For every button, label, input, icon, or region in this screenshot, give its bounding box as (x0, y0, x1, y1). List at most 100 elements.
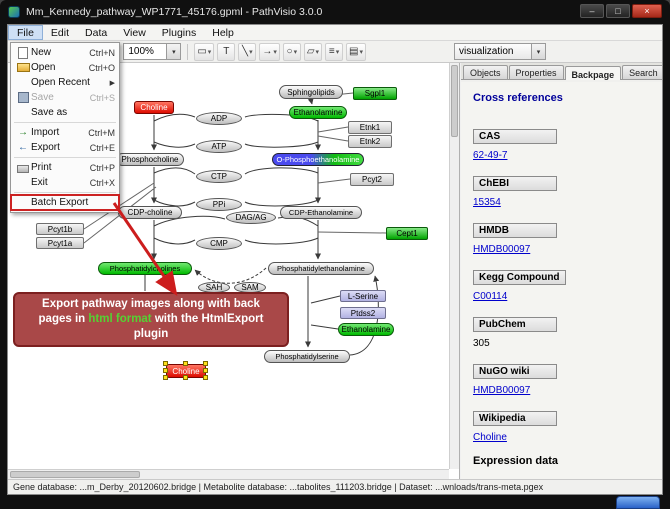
xref-link[interactable]: HMDB00097 (473, 244, 531, 255)
node-phosphatidylethanolamine[interactable]: Phosphatidylethanolamine (268, 262, 374, 275)
xref-link[interactable]: 62-49-7 (473, 150, 508, 161)
node-pcyt2[interactable]: Pcyt2 (350, 173, 394, 186)
label-tool-button[interactable]: T (217, 42, 236, 61)
menu-item-shortcut: Ctrl+O (88, 62, 115, 73)
node-sphingolipids[interactable]: Sphingolipids (279, 85, 343, 99)
menu-data[interactable]: Data (85, 27, 108, 39)
selection-handle[interactable] (183, 361, 188, 366)
menu-item-spacer (17, 77, 29, 89)
canvas-horizontal-scrollbar[interactable] (8, 469, 449, 479)
visualization-combobox[interactable]: visualization ▾ (454, 43, 546, 60)
node-phosphocholine[interactable]: Phosphocholine (116, 153, 184, 166)
datanode-tool-button[interactable]: ▭▾ (194, 42, 215, 61)
title-bar[interactable]: Mm_Kennedy_pathway_WP1771_45176.gpml - P… (0, 0, 670, 24)
node-cdp-choline[interactable]: CDP-choline (118, 206, 182, 219)
menu-help[interactable]: Help (212, 27, 234, 39)
template-tool-button[interactable]: ▱▾ (303, 42, 323, 61)
selection-handle[interactable] (163, 375, 168, 380)
align-tool-button[interactable]: ≡▾ (325, 42, 344, 61)
node-ptdss2[interactable]: Ptdss2 (340, 307, 386, 319)
node-ethanolamine[interactable]: Ethanolamine (338, 323, 394, 336)
stack-tool-button[interactable]: ▤▾ (346, 42, 367, 61)
minimize-button[interactable]: – (580, 4, 604, 18)
file-menu-item-batch-export[interactable]: Batch Export (10, 194, 120, 211)
shape-tool-button[interactable]: ○▾ (282, 42, 301, 61)
status-bar: Gene database: ...m_Derby_20120602.bridg… (8, 479, 662, 494)
chevron-down-icon[interactable]: ▾ (531, 44, 545, 59)
file-menu-item-print[interactable]: Print Ctrl+P (11, 160, 119, 175)
tab-properties[interactable]: Properties (508, 65, 564, 79)
node-ppi[interactable]: PPi (196, 198, 242, 211)
node-pcyt1b[interactable]: Pcyt1b (36, 223, 84, 235)
xref-link[interactable]: HMDB00097 (473, 385, 531, 396)
node-ctp[interactable]: CTP (196, 170, 242, 183)
arrow-tool-icon: → (262, 46, 273, 57)
arrow-tool-button[interactable]: →▾ (259, 42, 280, 61)
menu-file[interactable]: File (8, 25, 43, 40)
selection-handle[interactable] (203, 368, 208, 373)
canvas-vertical-scrollbar[interactable] (449, 63, 459, 469)
node-o-phosphoethanolamine[interactable]: O-Phosphoethanolamine (272, 153, 364, 166)
node-etnk1[interactable]: Etnk1 (348, 121, 392, 134)
node-dag-ag[interactable]: DAG/AG (226, 211, 276, 224)
side-panel-tabs: ObjectsPropertiesBackpageSearchLegend (461, 63, 662, 80)
chevron-down-icon[interactable]: ▾ (166, 44, 181, 59)
selection-handle[interactable] (163, 361, 168, 366)
node-pcyt1a[interactable]: Pcyt1a (36, 237, 84, 249)
node-choline[interactable]: Choline (134, 101, 174, 114)
file-menu-item-save-as[interactable]: Save as (11, 105, 119, 120)
tab-objects[interactable]: Objects (463, 65, 508, 79)
template-tool-icon: ▱ (306, 46, 315, 57)
scrollbar-thumb[interactable] (451, 65, 458, 137)
node-phosphatidylserine[interactable]: Phosphatidylserine (264, 350, 350, 363)
node-sgpl1[interactable]: Sgpl1 (353, 87, 397, 100)
selection-handle[interactable] (183, 375, 188, 380)
chevron-down-icon: ▾ (335, 48, 340, 56)
tab-search[interactable]: Search (622, 65, 662, 79)
close-button[interactable]: × (632, 4, 662, 18)
node-cept1[interactable]: Cept1 (386, 227, 428, 240)
menu-item-label: Open Recent (31, 77, 90, 88)
tab-backpage[interactable]: Backpage (564, 66, 622, 80)
node-atp[interactable]: ATP (196, 140, 242, 153)
node-etnk2[interactable]: Etnk2 (348, 135, 392, 148)
expression-data-heading: Expression data (473, 455, 558, 467)
scrollbar-thumb[interactable] (10, 471, 140, 478)
xref-link[interactable]: C00114 (473, 291, 508, 302)
menu-separator (14, 122, 116, 123)
menu-bar: File Edit Data View Plugins Help (8, 25, 662, 41)
menu-edit[interactable]: Edit (50, 27, 70, 39)
xref-link[interactable]: Choline (473, 432, 507, 443)
file-menu-item-open-recent[interactable]: Open Recent▶ (11, 75, 119, 90)
node-ethanolamine[interactable]: Ethanolamine (289, 106, 347, 119)
menu-item-label: Print (31, 162, 52, 173)
menu-separator (14, 157, 116, 158)
zoom-combobox[interactable]: 100% ▾ (123, 43, 182, 60)
menu-item-spacer (17, 107, 29, 119)
node-l-serine[interactable]: L-Serine (340, 290, 386, 302)
line-tool-button[interactable]: ╲▾ (238, 42, 257, 61)
xref-value: 305 (473, 338, 490, 349)
node-cdp-ethanolamine[interactable]: CDP-Ethanolamine (280, 206, 362, 219)
selection-handle[interactable] (203, 375, 208, 380)
selection-handle[interactable] (163, 368, 168, 373)
menu-view[interactable]: View (123, 27, 146, 39)
menu-plugins[interactable]: Plugins (161, 27, 197, 39)
maximize-button[interactable]: □ (606, 4, 630, 18)
node-adp[interactable]: ADP (196, 112, 242, 125)
selection-handle[interactable] (203, 361, 208, 366)
node-cmp[interactable]: CMP (196, 237, 242, 250)
menu-item-shortcut: Ctrl+P (89, 162, 115, 173)
toolbar-separator (187, 43, 189, 60)
node-phosphatidylcholines[interactable]: Phosphatidylcholines (98, 262, 192, 275)
xref-link[interactable]: 15354 (473, 197, 501, 208)
chevron-down-icon: ▾ (273, 48, 277, 56)
